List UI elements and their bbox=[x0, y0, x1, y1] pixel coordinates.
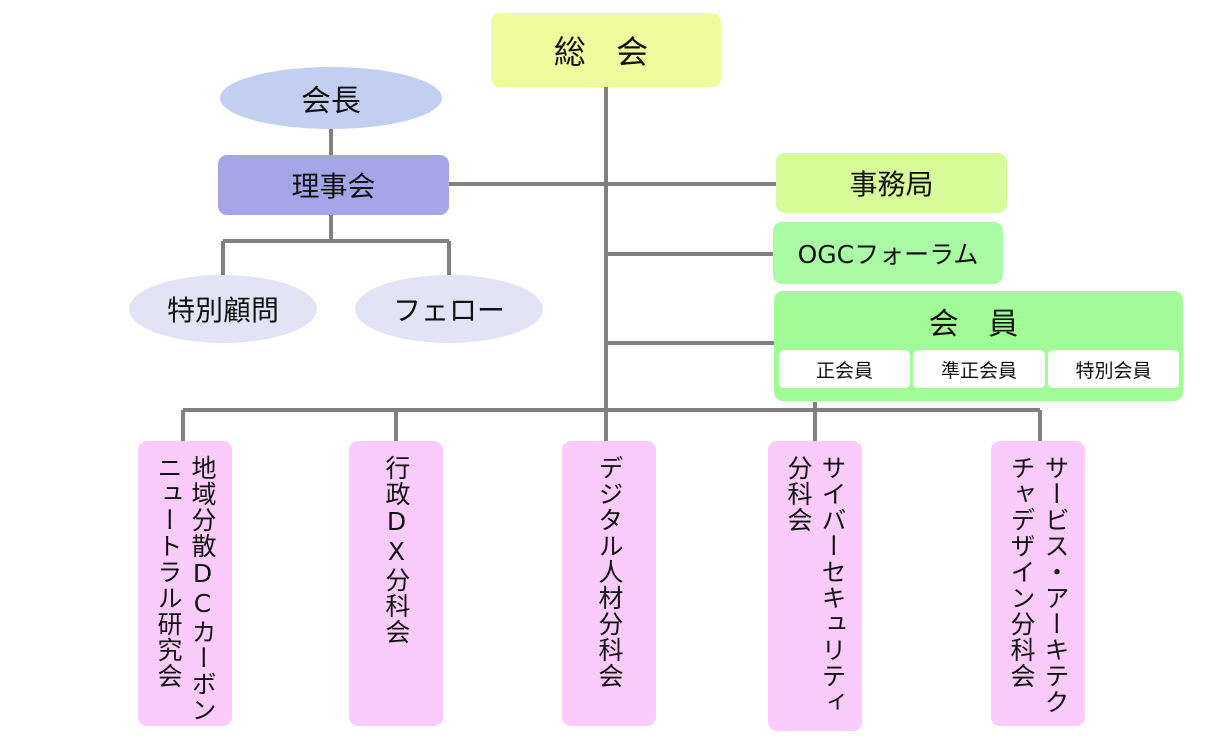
group-box-cybersecurity: サイバーセキュリティ 分科会 bbox=[768, 441, 862, 731]
fellow-node: フェロー bbox=[355, 275, 543, 343]
chairman-label: 会長 bbox=[301, 84, 361, 119]
special-advisor-label: 特別顧問 bbox=[166, 294, 279, 327]
secretariat-box: 事務局 bbox=[776, 153, 1007, 213]
members-title: 会 員 bbox=[928, 307, 1029, 342]
members-box: 会 員 正会員 準正会員 特別会員 bbox=[774, 291, 1183, 401]
board-box: 理事会 bbox=[218, 155, 449, 215]
group-label-service-architecture: サービス・アーキテク チャデザイン分科会 bbox=[1007, 455, 1070, 715]
member-type-associate: 準正会員 bbox=[913, 350, 1045, 388]
ogc-forum-label: OGCフォーラム bbox=[797, 240, 979, 269]
group-box-service-architecture: サービス・アーキテク チャデザイン分科会 bbox=[991, 441, 1085, 726]
general-assembly-box: 総 会 bbox=[491, 13, 721, 87]
ogc-forum-box: OGCフォーラム bbox=[773, 222, 1003, 284]
fellow-label: フェロー bbox=[392, 294, 505, 327]
group-box-carbon-neutral: 地域分散DCカーボン ニュートラル研究会 bbox=[138, 441, 232, 726]
group-box-gov-dx: 行政DX分科会 bbox=[349, 441, 443, 726]
chairman-node: 会長 bbox=[220, 67, 442, 129]
member-type-regular: 正会員 bbox=[779, 350, 910, 388]
group-label-cybersecurity: サイバーセキュリティ 分科会 bbox=[784, 455, 847, 715]
group-label-carbon-neutral: 地域分散DCカーボン ニュートラル研究会 bbox=[154, 455, 217, 723]
group-label-digital-talent: デジタル人材分科会 bbox=[595, 455, 624, 689]
secretariat-label: 事務局 bbox=[849, 168, 934, 201]
group-box-digital-talent: デジタル人材分科会 bbox=[562, 441, 656, 726]
member-type-special: 特別会員 bbox=[1048, 350, 1179, 388]
group-label-gov-dx: 行政DX分科会 bbox=[382, 455, 411, 645]
special-advisor-node: 特別顧問 bbox=[129, 275, 317, 343]
general-assembly-label: 総 会 bbox=[553, 33, 659, 71]
board-label: 理事会 bbox=[291, 170, 376, 203]
